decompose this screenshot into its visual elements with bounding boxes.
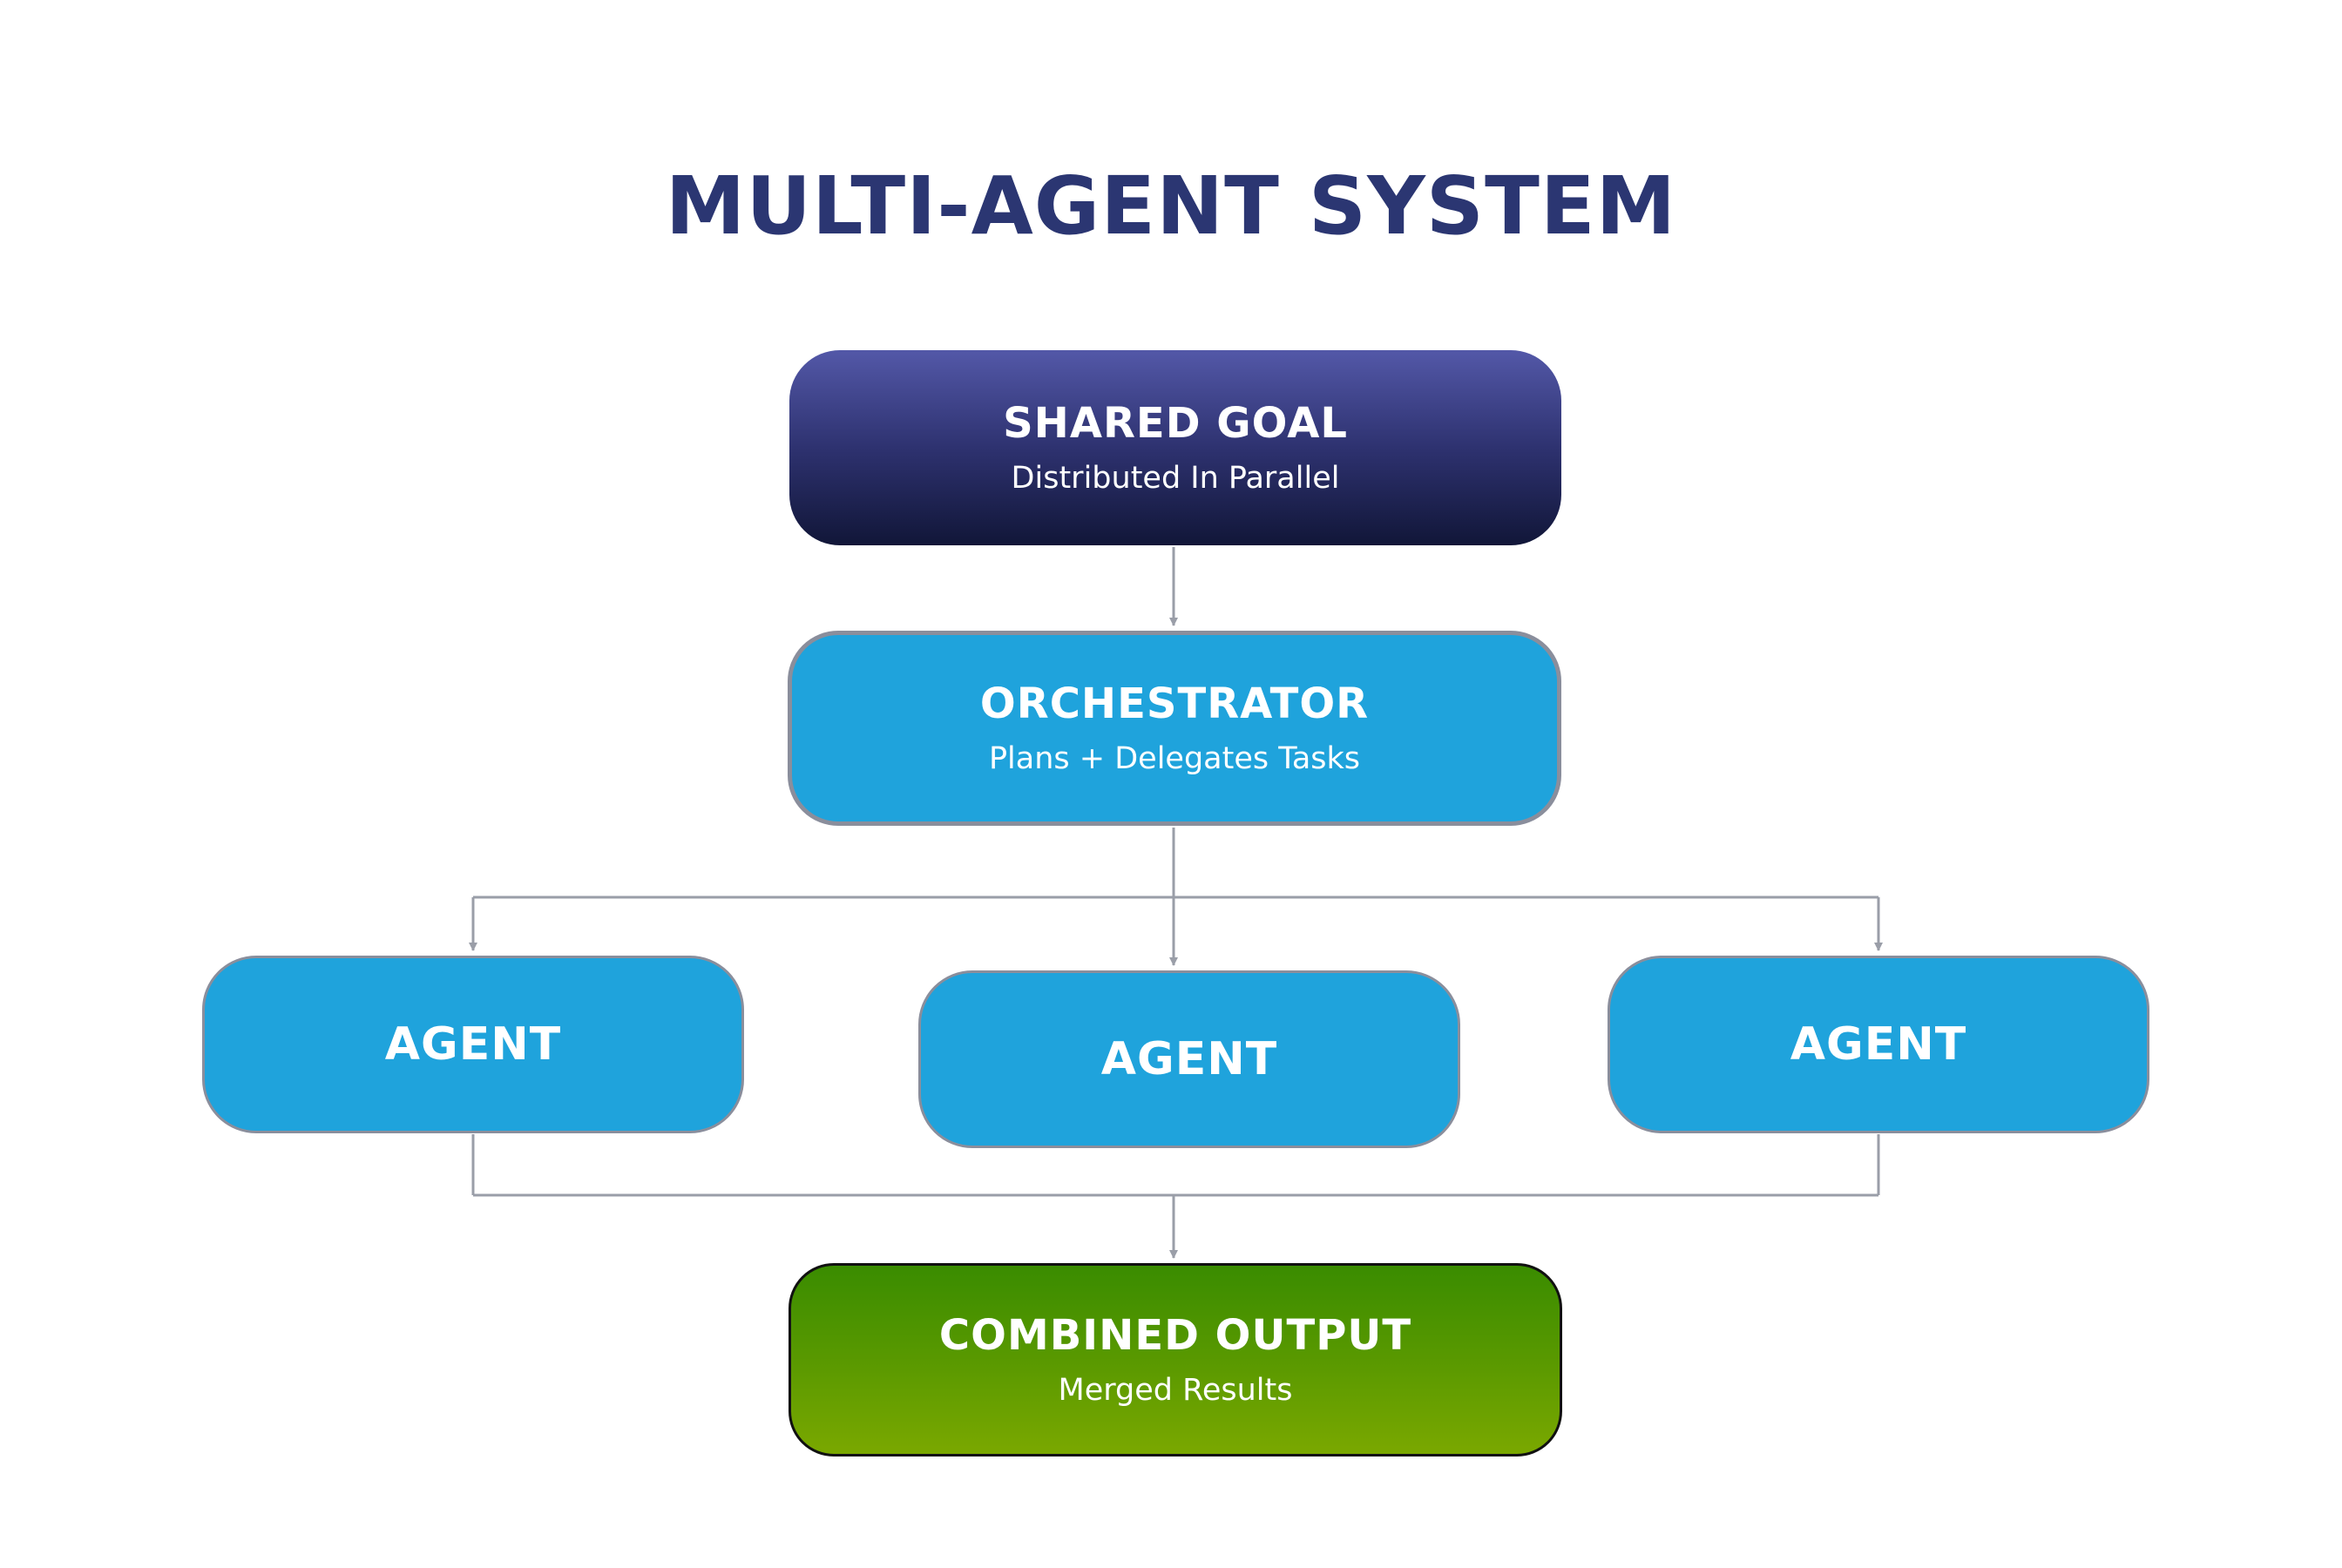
node-agent-1: AGENT xyxy=(202,956,744,1133)
node-orchestrator: ORCHESTRATOR Plans + Delegates Tasks xyxy=(788,631,1561,826)
node-combined-output: COMBINED OUTPUT Merged Results xyxy=(789,1263,1562,1456)
node-shared-goal-sub: Distributed In Parallel xyxy=(1011,461,1340,496)
node-agent-2-label: AGENT xyxy=(1100,1033,1278,1085)
node-agent-3-label: AGENT xyxy=(1790,1018,1967,1071)
node-agent-3: AGENT xyxy=(1608,956,2149,1133)
node-orchestrator-sub: Plans + Delegates Tasks xyxy=(988,741,1361,776)
diagram-title: MULTI-AGENT SYSTEM xyxy=(665,159,1677,253)
node-orchestrator-label: ORCHESTRATOR xyxy=(979,679,1370,728)
node-combined-output-sub: Merged Results xyxy=(1058,1373,1293,1408)
node-combined-output-label: COMBINED OUTPUT xyxy=(938,1311,1412,1360)
node-shared-goal-label: SHARED GOAL xyxy=(1003,399,1348,448)
node-agent-1-label: AGENT xyxy=(384,1018,562,1071)
node-shared-goal: SHARED GOAL Distributed In Parallel xyxy=(789,350,1561,545)
node-agent-2: AGENT xyxy=(918,970,1460,1148)
